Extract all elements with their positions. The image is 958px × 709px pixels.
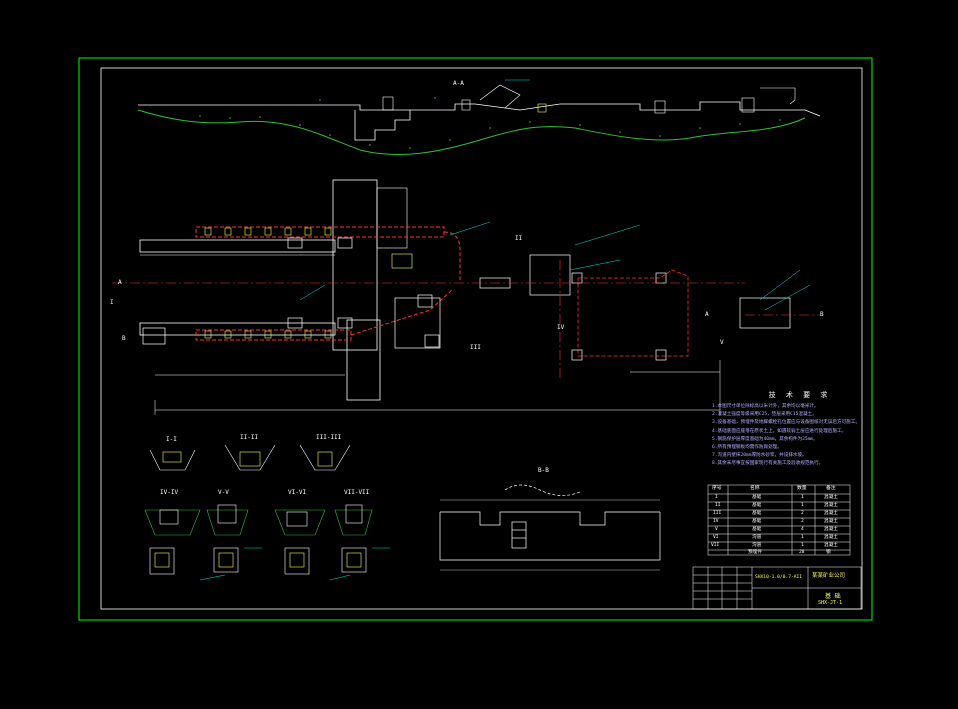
parts-table-cell: 预埋件	[748, 550, 762, 555]
title-block-drawing-name: 基 础	[825, 593, 841, 600]
parts-table-cell: 沟道	[752, 543, 762, 548]
top-section-view	[137, 79, 821, 156]
callout-marker: IV	[557, 324, 565, 331]
parts-table-header: 备注	[826, 486, 836, 491]
parts-table-cell: 1	[801, 543, 804, 548]
technical-note-line: 4.基础底面应座落在原状土上，如遇软弱土层应进行处理后施工。	[712, 428, 847, 434]
parts-table-cell: 2	[801, 511, 804, 516]
detail-label: I-I	[166, 436, 177, 443]
parts-table-cell: 基础	[752, 527, 762, 532]
technical-note-line: 7.沟道内壁抹20mm厚防水砂浆，并设排水坡。	[712, 453, 807, 459]
parts-table-cell: 28	[799, 550, 805, 555]
arrow-label: B	[820, 311, 824, 318]
parts-table-cell: 混凝土	[824, 527, 838, 532]
technical-note-line: 5.钢筋保护层厚度基础为40mm，其余构件为25mm。	[712, 436, 818, 442]
parts-table-cell: 1	[801, 503, 804, 508]
parts-table-cell: II	[715, 503, 721, 508]
technical-note-line: 1.本图尺寸单位除标高以米计外，其余均以毫米计。	[712, 404, 819, 409]
parts-table-header: 数量	[797, 486, 807, 491]
inner-frame	[100, 67, 863, 610]
parts-table-cell: 混凝土	[824, 535, 838, 540]
parts-table-cell: 基础	[752, 519, 762, 524]
parts-table-cell: 钢	[826, 550, 831, 555]
parts-table-header: 序号	[712, 486, 722, 491]
detail-label: II-II	[240, 434, 259, 441]
parts-table-cell: 基础	[752, 495, 762, 500]
detail-label: VI-VI	[288, 489, 307, 496]
technical-note-line: 2.混凝土强度等级采用C25，垫层采用C15混凝土。	[712, 412, 817, 418]
parts-table-cell: 混凝土	[824, 543, 838, 548]
parts-table-cell: 混凝土	[824, 495, 838, 500]
outer-frame	[78, 57, 873, 621]
parts-table-cell: 沟道	[752, 535, 762, 540]
callout-marker: II	[515, 235, 523, 242]
technical-note-line: 6.所有预埋钢板均需作防腐处理。	[712, 444, 782, 450]
callout-marker: I	[110, 299, 114, 306]
parts-table-cell: 基础	[752, 503, 762, 508]
title-block-project: SHX10-1.0/0.7-AII	[755, 575, 803, 580]
parts-table-cell: III	[713, 511, 722, 516]
technical-notes: 技 术 要 求 1.本图尺寸单位除标高以米计外，其余均以毫米计。 2.混凝土强度…	[712, 390, 887, 469]
bottom-section-view	[439, 484, 661, 571]
title-block-company: 某某矿业公司	[812, 573, 846, 579]
parts-table-cell: IV	[713, 519, 719, 524]
section-label-top: A-A	[453, 80, 464, 87]
parts-table-cell: VII	[711, 543, 720, 548]
parts-table-cell: 基础	[752, 511, 762, 516]
arrow-label: B	[122, 335, 126, 342]
parts-table-cell: 混凝土	[824, 519, 838, 524]
arrow-label: A	[705, 311, 709, 318]
detail-label: V-V	[218, 489, 229, 496]
parts-table-cell: 1	[801, 535, 804, 540]
parts-table-cell: I	[715, 495, 718, 500]
parts-table-cell: 4	[801, 527, 804, 532]
title-block-grid	[692, 566, 862, 610]
detail-label: IV-IV	[160, 489, 179, 496]
parts-table-cell: 混凝土	[824, 503, 838, 508]
plan-view	[112, 179, 820, 415]
parts-table-grid	[707, 484, 851, 556]
parts-table-header: 名称	[750, 486, 760, 491]
parts-table-cell: VI	[713, 535, 719, 540]
arrow-label: A	[118, 279, 122, 286]
parts-table-cell: 2	[801, 519, 804, 524]
technical-note-line: 3.设备基础，预埋件及地脚螺栓孔位置应与设备图核对无误后方可施工。	[712, 420, 860, 426]
detail-label: III-III	[316, 434, 342, 441]
callout-marker: V	[720, 339, 724, 346]
technical-note-line: 8.其余未尽事宜按国家现行有关施工及验收规范执行。	[712, 461, 824, 467]
title-block-drawing-no: SHX-JT-1	[818, 600, 843, 606]
parts-table-cell: 混凝土	[824, 511, 838, 516]
detail-label: VII-VII	[344, 489, 370, 496]
parts-table-cell: V	[715, 527, 718, 532]
callout-marker: III	[470, 344, 481, 351]
technical-notes-title: 技 术 要 求	[768, 391, 831, 399]
detail-sections	[144, 444, 390, 581]
section-label-bottom: B-B	[538, 467, 549, 474]
parts-table-cell: 1	[801, 495, 804, 500]
